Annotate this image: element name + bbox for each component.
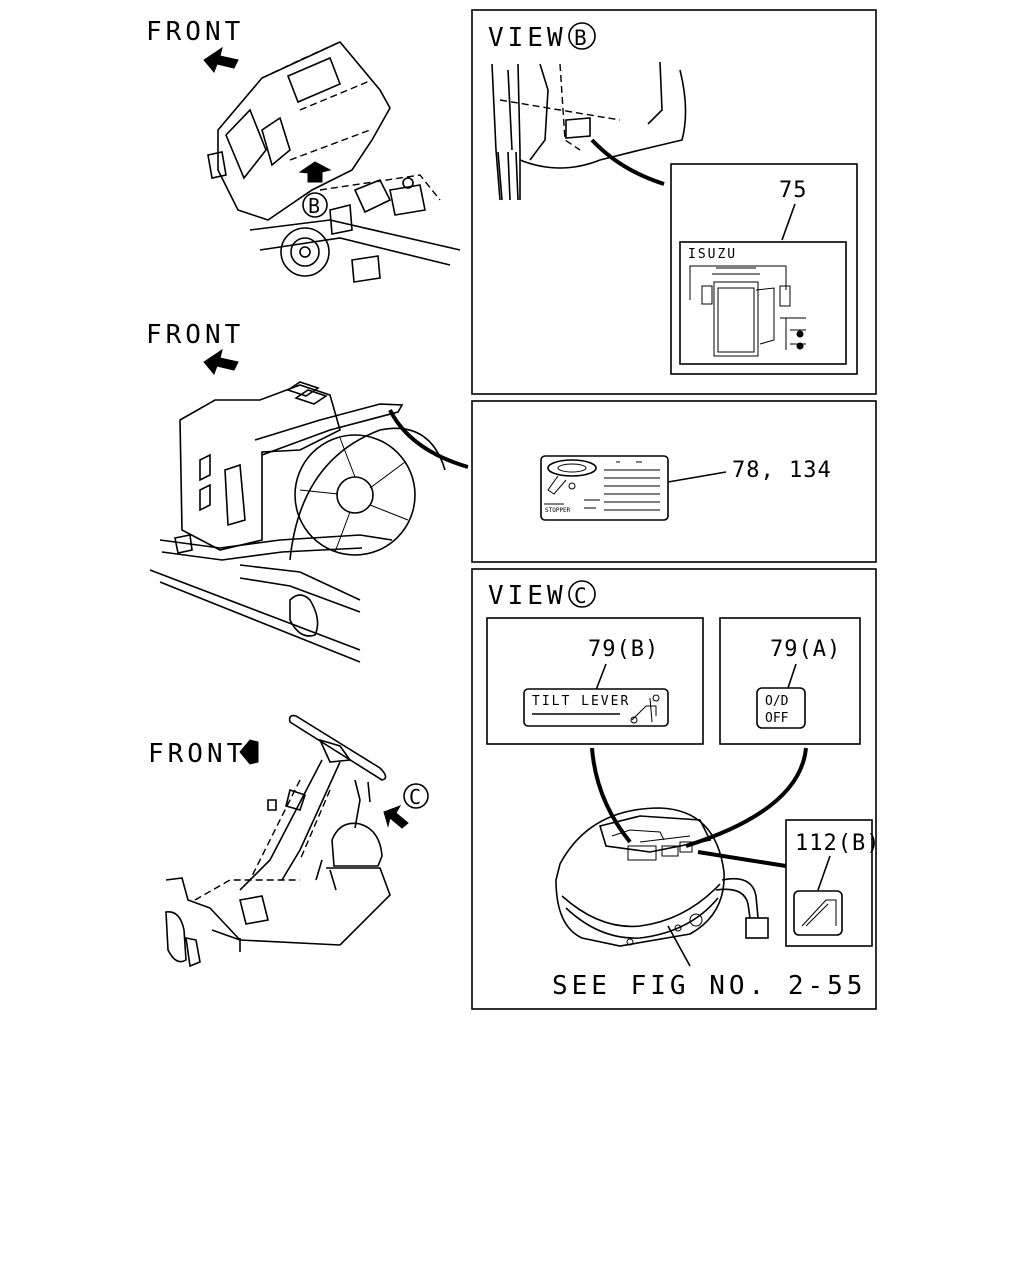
view-c-arrow-icon [383, 805, 409, 829]
view-b-panel: VIEW B 75 ISUZU [471, 9, 877, 395]
front-label-1: FRONT [146, 17, 244, 47]
view-c-panel: VIEW C 79(B) TILT LEVER 79(A) O/D OFF [471, 568, 880, 1010]
front-label-2: FRONT [146, 320, 244, 350]
front-arrow-3-icon [239, 739, 259, 765]
callout-c-label: C [409, 785, 421, 809]
view-c-letter: C [574, 584, 587, 608]
view-b-circle [568, 22, 596, 50]
callout-b-label: B [308, 194, 320, 218]
stopper-label: STOPPER [545, 507, 571, 514]
view-c-title: VIEW [488, 581, 567, 611]
od-label: O/D [765, 694, 789, 709]
cab-tilt-illustration: FRONT B [146, 17, 461, 283]
view-b-letter: B [574, 26, 587, 50]
front-arrow-1-icon [203, 46, 239, 73]
part-112b-label: 112(B) [795, 831, 880, 856]
part-75-label: 75 [779, 178, 808, 203]
steering-column-illustration: FRONT C [148, 714, 429, 968]
view-c-circle [568, 580, 596, 608]
tilt-lever-label: TILT LEVER [532, 694, 630, 709]
front-label-3: FRONT [148, 739, 246, 769]
front-arrow-2-icon [203, 348, 239, 375]
part-78-134-label: 78, 134 [732, 458, 832, 483]
part-79a-label: 79(A) [770, 637, 841, 662]
engine-fan-illustration: FRONT [146, 320, 469, 663]
view-b-title: VIEW [488, 23, 567, 53]
isuzu-brand-label: ISUZU [688, 247, 737, 262]
see-fig-label: SEE FIG NO. 2-55 [552, 971, 866, 1001]
part-79b-label: 79(B) [588, 637, 659, 662]
callout-c-circle [403, 783, 429, 809]
radiator-decal-panel: STOPPER 78, 134 [471, 400, 877, 563]
view-b-arrow-icon [298, 161, 332, 183]
callout-b-circle [302, 192, 328, 218]
od-off-label: OFF [765, 711, 789, 726]
